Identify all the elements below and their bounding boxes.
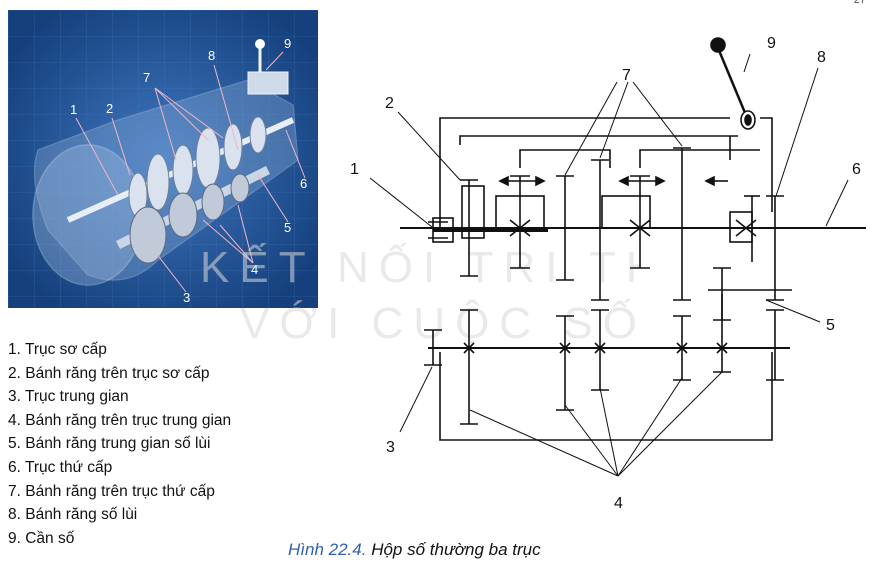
page-number: 27 — [853, 0, 866, 6]
photo-callout-2: 2 — [106, 101, 113, 116]
photo-callout-8: 8 — [208, 48, 215, 63]
schematic-callout-9: 9 — [767, 35, 776, 52]
photo-callout-5: 5 — [284, 220, 291, 235]
legend-item: 6. Trục thứ cấp — [8, 458, 113, 476]
schematic-callout-4: 4 — [614, 495, 623, 512]
synchro-right — [601, 195, 651, 229]
legend-item: 1. Trục sơ cấp — [8, 341, 107, 358]
selector-fork-2 — [639, 149, 760, 168]
legend-item: 5. Bánh răng trung gian số lùi — [8, 435, 211, 453]
photo-callout-4: 4 — [251, 262, 258, 277]
selector-fork-1 — [519, 149, 611, 168]
gearbox-schematic: 1 2 3 4 5 6 7 8 9 — [350, 35, 866, 512]
gearbox-photo-illustration: 1 2 7 8 9 6 5 4 3 — [8, 10, 318, 308]
control-rod — [459, 135, 738, 145]
schematic-callout-2: 2 — [385, 95, 394, 112]
schematic-callout-5: 5 — [826, 317, 835, 334]
legend-item: 4. Bánh răng trên trục trung gian — [8, 411, 232, 429]
housing-line-top — [439, 117, 730, 230]
schematic-callout-6: 6 — [852, 161, 861, 178]
photo-callout-6: 6 — [300, 176, 307, 191]
legend-item: 3. Trục trung gian — [8, 388, 129, 406]
gearbox-photo: 1 2 7 8 9 6 5 4 3 — [8, 10, 318, 308]
schematic-callout-3: 3 — [386, 439, 395, 456]
legend-item: 2. Bánh răng trên trục sơ cấp — [8, 364, 210, 382]
schematic-callout-8: 8 — [817, 49, 826, 66]
figure-number: Hình 22.4. — [288, 540, 367, 559]
schematic-callout-1: 1 — [350, 161, 359, 178]
figure-caption: Hình 22.4. Hộp số thường ba trục — [288, 540, 541, 560]
photo-callout-7: 7 — [143, 70, 150, 85]
legend-item: 8. Bánh răng số lùi — [8, 506, 138, 524]
housing-line-top-right — [760, 117, 773, 212]
photo-callout-1: 1 — [70, 102, 77, 117]
photo-callout-9: 9 — [284, 36, 291, 51]
input-gear — [461, 185, 485, 239]
input-gear-block — [432, 217, 454, 243]
photo-callout-3: 3 — [183, 290, 190, 305]
legend-item: 7. Bánh răng trên trục thứ cấp — [8, 482, 215, 500]
housing-line-bottom — [439, 352, 773, 441]
legend-item: 9. Cần số — [8, 529, 75, 547]
legend-list: 1. Trục sơ cấp 2. Bánh răng trên trục sơ… — [8, 338, 328, 550]
figure-title: Hộp số thường ba trục — [371, 540, 541, 559]
schematic-callout-7: 7 — [622, 67, 631, 84]
